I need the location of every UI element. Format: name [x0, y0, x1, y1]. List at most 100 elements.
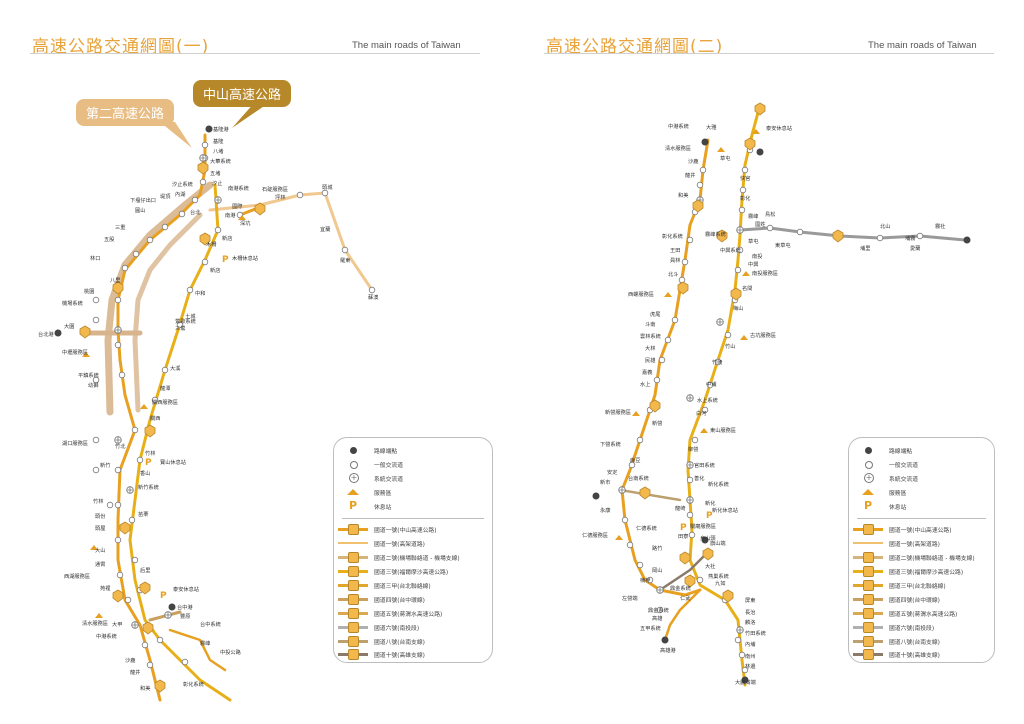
map-label: 三重: [115, 223, 125, 231]
svg-text:P: P: [145, 458, 152, 468]
map-label: 鼎金系統: [670, 584, 691, 592]
map-label: 中港系統: [96, 632, 117, 640]
route-shield-icon: [348, 580, 359, 591]
endpoint-r-6: [661, 636, 669, 644]
map-label: 埔里: [860, 244, 870, 252]
route-freeway-5: [208, 191, 374, 292]
left-labels: 基隆港 基隆 八堵 大華系統 五堵 汐止 汐止系統 內湖 南港系統 石碇服務區 …: [38, 125, 379, 692]
map-label: 中壢服務區: [62, 348, 88, 356]
map-label: 古坑服務區: [750, 331, 776, 339]
map-label: 五堵: [210, 169, 220, 177]
map-label: 竹林: [145, 449, 156, 457]
map-label: 南港: [225, 211, 236, 219]
service-area-icon: [347, 489, 359, 495]
right-system-interchanges: [618, 196, 744, 634]
map-label: 彰化系統: [183, 680, 204, 688]
legend-label: 路線端點: [374, 448, 398, 455]
map-label: 燕巢系統: [708, 572, 729, 580]
map-label: 汐止: [212, 179, 222, 187]
map-label: 和美: [140, 684, 150, 692]
left-page-title: 高速公路交通網圖(一): [32, 37, 210, 57]
route-r-link: [663, 588, 702, 642]
legend-row: 服務區: [849, 486, 994, 498]
map-label: 堤頂: [160, 192, 171, 200]
map-label: 竹北: [115, 442, 126, 450]
map-label: 內埔: [745, 640, 755, 648]
rest-stop-icon: P: [349, 499, 358, 512]
map-label: 坪林: [275, 193, 286, 201]
map-label: 仁德服務區: [582, 531, 608, 539]
map-label: 北山: [880, 222, 890, 230]
route-freeway-2-band-b: [132, 212, 203, 413]
legend-separator: [342, 518, 484, 519]
route-shield-icon: [863, 622, 874, 633]
map-label: 石碇服務區: [262, 185, 288, 193]
legend-route-row: 國道十號(高雄支線): [849, 648, 994, 660]
map-label: 沙鹿: [688, 157, 698, 165]
end-point-icon: [865, 447, 872, 454]
right-route-shields: [639, 102, 844, 603]
map-label: 王田: [670, 247, 680, 254]
legend-label: 國道六號(南投段): [374, 625, 420, 632]
map-label: 柳營: [688, 445, 698, 453]
system-interchange-icon: +: [349, 473, 359, 483]
map-label: 新竹系統: [138, 483, 159, 491]
endpoint-dayuan: [54, 329, 62, 337]
legend-row: 路線端點: [849, 444, 994, 456]
map-label: 清水服務區: [82, 619, 108, 627]
map-label: 北斗: [668, 270, 678, 278]
map-label: 深坑: [240, 219, 250, 227]
map-label: 三鶯: [175, 324, 185, 332]
route-r-freeway-3: [686, 103, 762, 687]
legend-label: 國道一號(中山高速公路): [889, 527, 952, 534]
right-labels: 中港系統 大雅 清水服務區 沙鹿 龍井 和美 彰化系統 王田 員林 北斗 西螺服…: [582, 122, 945, 686]
map-label: 台中港: [177, 603, 193, 611]
right-page-subtitle: The main roads of Taiwan: [868, 40, 977, 51]
map-label: 豐原: [180, 612, 190, 620]
legend-label: 國道三號(福爾摩沙高速公路): [374, 569, 449, 576]
map-label: 台北: [190, 208, 201, 216]
legend-route-row: 國道四號(台中環線): [849, 593, 994, 605]
map-label: 宜蘭: [320, 225, 330, 233]
legend-route-row: 國道五號(蔣渭水高速公路): [849, 607, 994, 619]
callout-freeway-1: 中山高速公路: [193, 80, 292, 107]
map-label: 員林: [670, 256, 681, 264]
end-point-icon: [350, 447, 357, 454]
svg-text:P: P: [706, 511, 713, 521]
map-label: 善化: [694, 474, 704, 482]
map-label: 新竹: [100, 461, 110, 469]
route-shield-icon: [863, 580, 874, 591]
legend-route-row: 國道六號(南投段): [334, 621, 492, 633]
map-label: 南港系統: [228, 184, 249, 192]
legend-route-row: 國道三甲(台北聯絡線): [334, 579, 492, 591]
legend-label: 國道六號(南投段): [889, 625, 935, 632]
route-shield-icon: [348, 524, 359, 535]
legend-label: 服務區: [889, 490, 907, 497]
map-label: 沙鹿: [125, 656, 135, 664]
map-label: 霧峰: [200, 639, 210, 647]
left-system-interchanges: [114, 154, 222, 629]
map-label: 羅東: [340, 256, 350, 264]
endpoint-r-7: [741, 676, 749, 684]
map-label: 安定: [607, 468, 617, 476]
map-label: 梅山: [733, 304, 743, 312]
map-label: 南投服務區: [752, 269, 778, 277]
legend-route-row: 國道八號(台南支線): [849, 635, 994, 647]
map-label: 仁武: [680, 594, 690, 602]
map-label: 五甲系統: [640, 624, 661, 632]
left-page-subtitle: The main roads of Taiwan: [352, 40, 461, 51]
legend-row: +系統交流道: [334, 472, 492, 484]
legend-label: 休息站: [889, 504, 907, 511]
route-shield-icon: [348, 649, 359, 660]
map-label: 埔霧: [905, 234, 915, 242]
map-label: 斗南: [645, 320, 655, 328]
legend-label: 一般交流道: [374, 462, 403, 469]
route-shield-icon: [348, 608, 359, 619]
endpoint-r-1: [701, 138, 709, 146]
map-label: 南投: [752, 252, 762, 260]
map-label: 關西服務區: [152, 398, 178, 406]
map-label: 仁德系統: [636, 524, 657, 532]
map-label: 霧社: [935, 222, 945, 230]
